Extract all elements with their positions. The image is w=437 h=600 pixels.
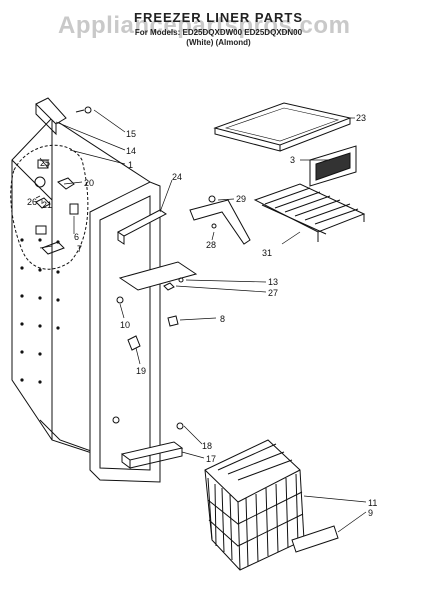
small-parts: [116, 277, 184, 430]
liner-front-flange: [89, 181, 161, 483]
control-housing: [69, 203, 79, 215]
callout-10: 10: [120, 320, 130, 330]
top-bracket: [35, 97, 92, 136]
callout-1: 1: [128, 160, 133, 170]
callout-29: 29: [236, 194, 246, 204]
callout-6: 6: [74, 232, 79, 242]
glass-shelf: [213, 102, 352, 152]
leader-lines: [35, 109, 367, 533]
callout-9: 9: [368, 508, 373, 518]
thermostat-knob: [34, 176, 46, 188]
diagram-color-note: (White) (Almond): [186, 38, 251, 47]
callout-17: 17: [206, 454, 216, 464]
switch: [35, 225, 47, 235]
basket-trim: [291, 525, 339, 553]
callout-26: 26: [27, 197, 37, 207]
wire-basket: [204, 439, 305, 571]
control-cluster: [10, 144, 89, 270]
wire-shelf: [253, 183, 366, 242]
callout-25: 25: [40, 158, 50, 168]
callout-labels: 15 14 1 25 20 26 21 6 7 24 23 3 29 28 31…: [27, 113, 377, 518]
bracket: [127, 335, 141, 351]
clip: [163, 282, 175, 291]
screw: [84, 106, 92, 114]
label-plate: [118, 261, 198, 291]
watermark: Appliancepartspros.com: [58, 12, 351, 39]
callout-3: 3: [290, 155, 295, 165]
diagram-subtitle: For Models: ED25DQXDW00 ED25DQXDN00: [134, 28, 303, 37]
diagram-title: FREEZER LINER PARTS: [134, 10, 303, 25]
shelf-rail: [117, 209, 167, 245]
grommet: [116, 296, 124, 304]
light-socket: [37, 159, 49, 169]
mounting-holes: [20, 238, 60, 384]
shelf-support: [189, 195, 251, 245]
callout-8: 8: [220, 314, 225, 324]
basket-rail: [120, 441, 184, 469]
callout-18: 18: [202, 441, 212, 451]
callout-19: 19: [136, 366, 146, 376]
callout-23: 23: [356, 113, 366, 123]
callout-20: 20: [84, 178, 94, 188]
shelf-front-trim: [309, 145, 357, 187]
callout-7: 7: [77, 244, 82, 254]
callout-14: 14: [126, 146, 136, 156]
callout-24: 24: [172, 172, 182, 182]
callout-28: 28: [206, 240, 216, 250]
callout-21: 21: [42, 200, 52, 210]
callout-13: 13: [268, 277, 278, 287]
drain-hole: [112, 416, 120, 424]
callout-27: 27: [268, 288, 278, 298]
bulb: [57, 177, 75, 190]
hinge-cover: [167, 315, 179, 327]
screw: [176, 422, 184, 430]
callout-15: 15: [126, 129, 136, 139]
callout-11: 11: [368, 498, 377, 508]
screw: [208, 195, 216, 203]
callout-31: 31: [262, 248, 272, 258]
